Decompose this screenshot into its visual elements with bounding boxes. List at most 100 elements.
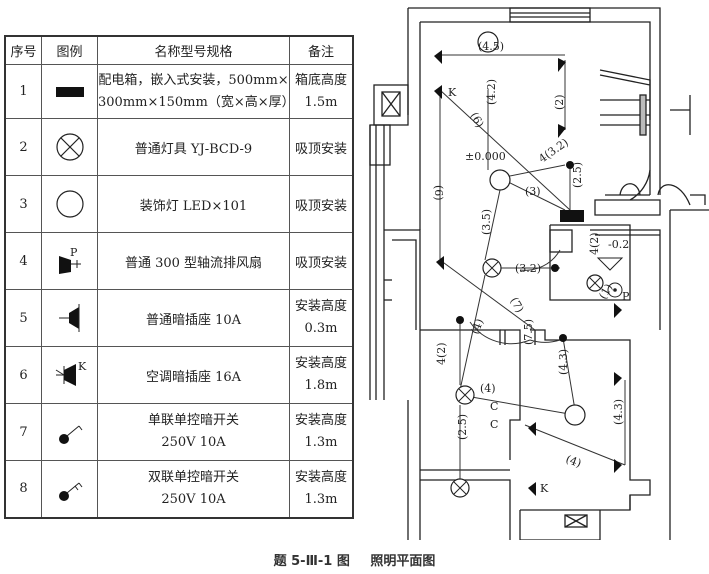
wire-label: (3.2) bbox=[515, 262, 541, 275]
row-note-line2: 1.8m bbox=[304, 378, 338, 393]
figure-title: 照明平面图 bbox=[370, 554, 436, 569]
row-no: 6 bbox=[4, 346, 42, 404]
row-name: 双联单控暗开关 250V 10A bbox=[97, 460, 290, 518]
wire-label: (2.5) bbox=[571, 162, 584, 188]
row-note: 安装高度 1.8m bbox=[289, 346, 354, 404]
row-name-line2: 250V 10A bbox=[161, 435, 226, 450]
socket bbox=[528, 422, 536, 436]
wire-label: 4(2) bbox=[588, 232, 601, 255]
ac-unit-box bbox=[373, 84, 409, 126]
header-note: 备注 bbox=[289, 35, 354, 65]
wire-label: (3.5) bbox=[480, 209, 493, 235]
row-note-line2: 1.3m bbox=[304, 491, 338, 507]
row-name: 普通灯具 YJ-BCD-9 bbox=[97, 118, 290, 176]
ordinary-lamp bbox=[482, 258, 502, 278]
row-no: 1 bbox=[4, 64, 42, 119]
label-c: C bbox=[490, 418, 498, 431]
socket bbox=[614, 372, 622, 386]
exhaust-vent bbox=[564, 514, 588, 528]
wire-label: (4.3) bbox=[612, 399, 625, 425]
wire-label: (4) bbox=[469, 317, 487, 336]
socket bbox=[434, 50, 442, 64]
header-no: 序号 bbox=[4, 35, 42, 65]
row-name: 空调暗插座 16A bbox=[97, 346, 290, 404]
row-name-line2: 300mm×150mm（宽×高×厚） bbox=[98, 94, 295, 110]
wire-label: 4(2) bbox=[435, 342, 448, 365]
row-note: 安装高度 0.3m bbox=[289, 289, 354, 347]
ac-socket bbox=[434, 85, 442, 99]
elevation-label: ±0.000 bbox=[465, 150, 506, 163]
lighting-floor-plan: (4.5) (4.2) (6) (2) K ±0.000 4(3.2) (3) … bbox=[369, 7, 709, 540]
legend-row: 3 装饰灯 LED×101 吸顶安装 bbox=[4, 175, 354, 233]
window-top bbox=[509, 7, 591, 23]
socket bbox=[614, 459, 622, 473]
figure-caption: 题 5-Ⅲ-1 图 照明平面图 bbox=[0, 550, 709, 569]
double-switch-icon bbox=[41, 460, 98, 518]
ordinary-lamp bbox=[586, 274, 604, 292]
fixtures bbox=[434, 31, 623, 498]
figure-number: 题 5-Ⅲ-1 图 bbox=[273, 554, 350, 569]
wire-label: (4) bbox=[480, 382, 496, 395]
socket-icon bbox=[41, 289, 98, 347]
decorative-lamp-icon bbox=[41, 175, 98, 233]
exhaust-fan-icon: P bbox=[41, 232, 98, 290]
row-note: 吸顶安装 bbox=[289, 175, 354, 233]
decorative-lamp bbox=[477, 31, 499, 53]
wire-label: (4.3) bbox=[557, 349, 570, 375]
ac-label: K bbox=[540, 482, 549, 495]
walls bbox=[369, 7, 709, 540]
row-note-line2: 0.3m bbox=[304, 321, 338, 336]
wire-label: (2) bbox=[553, 94, 566, 110]
header-symbol: 图例 bbox=[41, 35, 98, 65]
decorative-lamp bbox=[564, 404, 586, 426]
row-note-line1: 安装高度 bbox=[294, 299, 347, 314]
row-name-line1: 双联单控暗开关 bbox=[147, 469, 239, 485]
wiring bbox=[439, 54, 626, 480]
wire-label: (6) bbox=[467, 110, 486, 130]
wire-label: 4(3.2) bbox=[536, 136, 571, 166]
distribution-box bbox=[560, 210, 584, 222]
header-name: 名称型号规格 bbox=[97, 35, 290, 65]
row-note-line2: 1.5m bbox=[304, 94, 338, 110]
switch bbox=[566, 161, 574, 169]
row-note-line1: 安装高度 bbox=[294, 356, 347, 371]
row-name: 普通 300 型轴流排风扇 bbox=[97, 232, 290, 290]
row-no: 8 bbox=[4, 460, 42, 518]
row-no: 4 bbox=[4, 232, 42, 290]
single-switch-icon bbox=[41, 403, 98, 461]
legend-row: 4 P 普通 300 型轴流排风扇 吸顶安装 bbox=[4, 232, 354, 290]
row-no: 2 bbox=[4, 118, 42, 176]
wire-label: (3) bbox=[525, 185, 541, 198]
distribution-box-icon bbox=[41, 64, 98, 119]
wire-label: (4.2) bbox=[485, 79, 498, 105]
fan-p-label: P bbox=[70, 246, 78, 259]
legend-row: 1 配电箱，嵌入式安装，500mm×300mm×150mm（宽×高×厚） 箱底高… bbox=[4, 64, 354, 119]
fan-label: P bbox=[622, 290, 630, 303]
legend-row: 2 普通灯具 YJ-BCD-9 吸顶安装 bbox=[4, 118, 354, 176]
row-name: 配电箱，嵌入式安装，500mm×300mm×150mm（宽×高×厚） bbox=[97, 64, 295, 119]
ac-label: K bbox=[448, 86, 457, 99]
row-no: 3 bbox=[4, 175, 42, 233]
switch bbox=[456, 316, 464, 324]
wire-label: (2.5) bbox=[456, 414, 469, 440]
elevation-label: -0.2 bbox=[608, 238, 629, 251]
ac-socket bbox=[528, 482, 536, 496]
socket bbox=[558, 124, 566, 138]
row-note: 吸顶安装 bbox=[289, 232, 354, 290]
row-no: 7 bbox=[4, 403, 42, 461]
wire-label: (4.5) bbox=[478, 40, 504, 53]
row-note-line2: 1.3m bbox=[304, 435, 338, 450]
row-note: 吸顶安装 bbox=[289, 118, 354, 176]
label-c: C bbox=[490, 400, 498, 413]
row-name: 单联单控暗开关 250V 10A bbox=[97, 403, 290, 461]
row-name-line1: 单联单控暗开关 bbox=[147, 413, 239, 428]
row-name-line2: 250V 10A bbox=[161, 491, 226, 507]
ordinary-lamp bbox=[455, 385, 475, 405]
wire-label: (7.5) bbox=[522, 319, 535, 345]
legend-header-row: 序号 图例 名称型号规格 备注 bbox=[4, 35, 354, 65]
